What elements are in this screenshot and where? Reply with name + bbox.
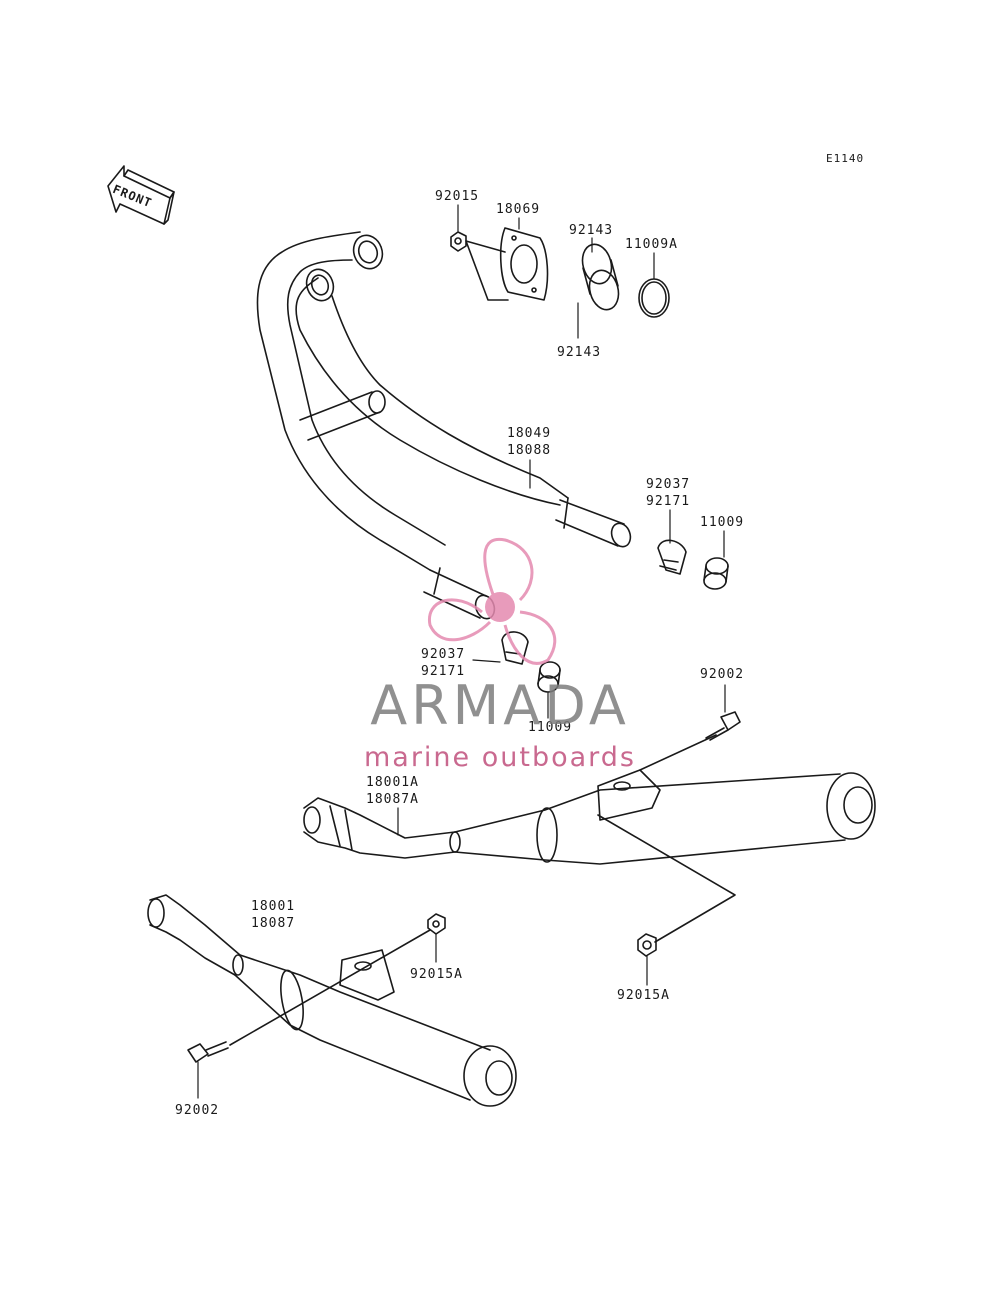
bolt-right-leader bbox=[639, 734, 717, 771]
part-label-11009A: 11009A bbox=[625, 237, 678, 252]
seal-center-11009-icon bbox=[537, 661, 561, 693]
collar-92143-icon bbox=[581, 243, 620, 311]
gasket-18069-icon bbox=[499, 227, 549, 301]
ring-11009A-icon bbox=[638, 278, 670, 318]
muffler-left-icon bbox=[147, 894, 517, 1107]
part-label-18088: 18088 bbox=[507, 443, 552, 458]
part-label-92171-center: 92171 bbox=[421, 664, 466, 679]
part-label-92015: 92015 bbox=[435, 189, 480, 204]
part-label-92002-right: 92002 bbox=[700, 667, 745, 682]
bolt-left-leader bbox=[229, 929, 431, 1046]
bolt-left-92002-icon bbox=[187, 1041, 229, 1063]
gasket-leader-lines bbox=[465, 240, 509, 301]
part-label-18049: 18049 bbox=[507, 426, 552, 441]
part-label-92143-top: 92143 bbox=[569, 223, 614, 238]
watermark-propeller-icon bbox=[428, 537, 557, 665]
watermark-brand: ARMADA bbox=[370, 674, 630, 737]
part-label-92171-right: 92171 bbox=[646, 494, 691, 509]
part-label-18069: 18069 bbox=[496, 202, 541, 217]
nut-left-92015A-icon bbox=[427, 913, 446, 935]
nut-92015-icon bbox=[450, 231, 467, 252]
header-pipe-icon bbox=[256, 231, 632, 620]
part-label-92143-bottom: 92143 bbox=[557, 345, 602, 360]
clamp-right-icon bbox=[657, 539, 687, 575]
part-label-92037-right: 92037 bbox=[646, 477, 691, 492]
front-arrow-icon bbox=[107, 165, 175, 225]
bolt-right-92002-icon bbox=[705, 711, 741, 741]
part-label-92037-center: 92037 bbox=[421, 647, 466, 662]
part-label-18087A: 18087A bbox=[366, 792, 419, 807]
part-label-92015A-left: 92015A bbox=[410, 967, 463, 982]
part-label-18001: 18001 bbox=[251, 899, 296, 914]
label-leader-lines bbox=[197, 204, 726, 1099]
part-label-18087: 18087 bbox=[251, 916, 296, 931]
nut-right-92015A-icon bbox=[637, 933, 657, 957]
part-label-11009-center: 11009 bbox=[528, 720, 573, 735]
muffler-right-icon bbox=[303, 769, 876, 865]
part-label-18001A: 18001A bbox=[366, 775, 419, 790]
watermark-tagline: marine outboards bbox=[363, 742, 636, 773]
part-label-92002-left: 92002 bbox=[175, 1103, 220, 1118]
diagram-code: E1140 bbox=[826, 152, 865, 165]
part-label-group-clamp-center: 92037 92171 bbox=[421, 646, 465, 680]
part-label-group-header-pipe: 18049 18088 bbox=[507, 425, 551, 459]
nut-right-leader bbox=[597, 814, 736, 943]
part-label-group-muffler-right: 18001A 18087A bbox=[366, 774, 419, 808]
seal-right-11009-icon bbox=[703, 557, 729, 590]
part-label-92015A-right: 92015A bbox=[617, 988, 670, 1003]
part-label-11009-right: 11009 bbox=[700, 515, 745, 530]
part-label-group-clamp-right: 92037 92171 bbox=[646, 476, 690, 510]
part-label-group-muffler-left: 18001 18087 bbox=[251, 898, 295, 932]
